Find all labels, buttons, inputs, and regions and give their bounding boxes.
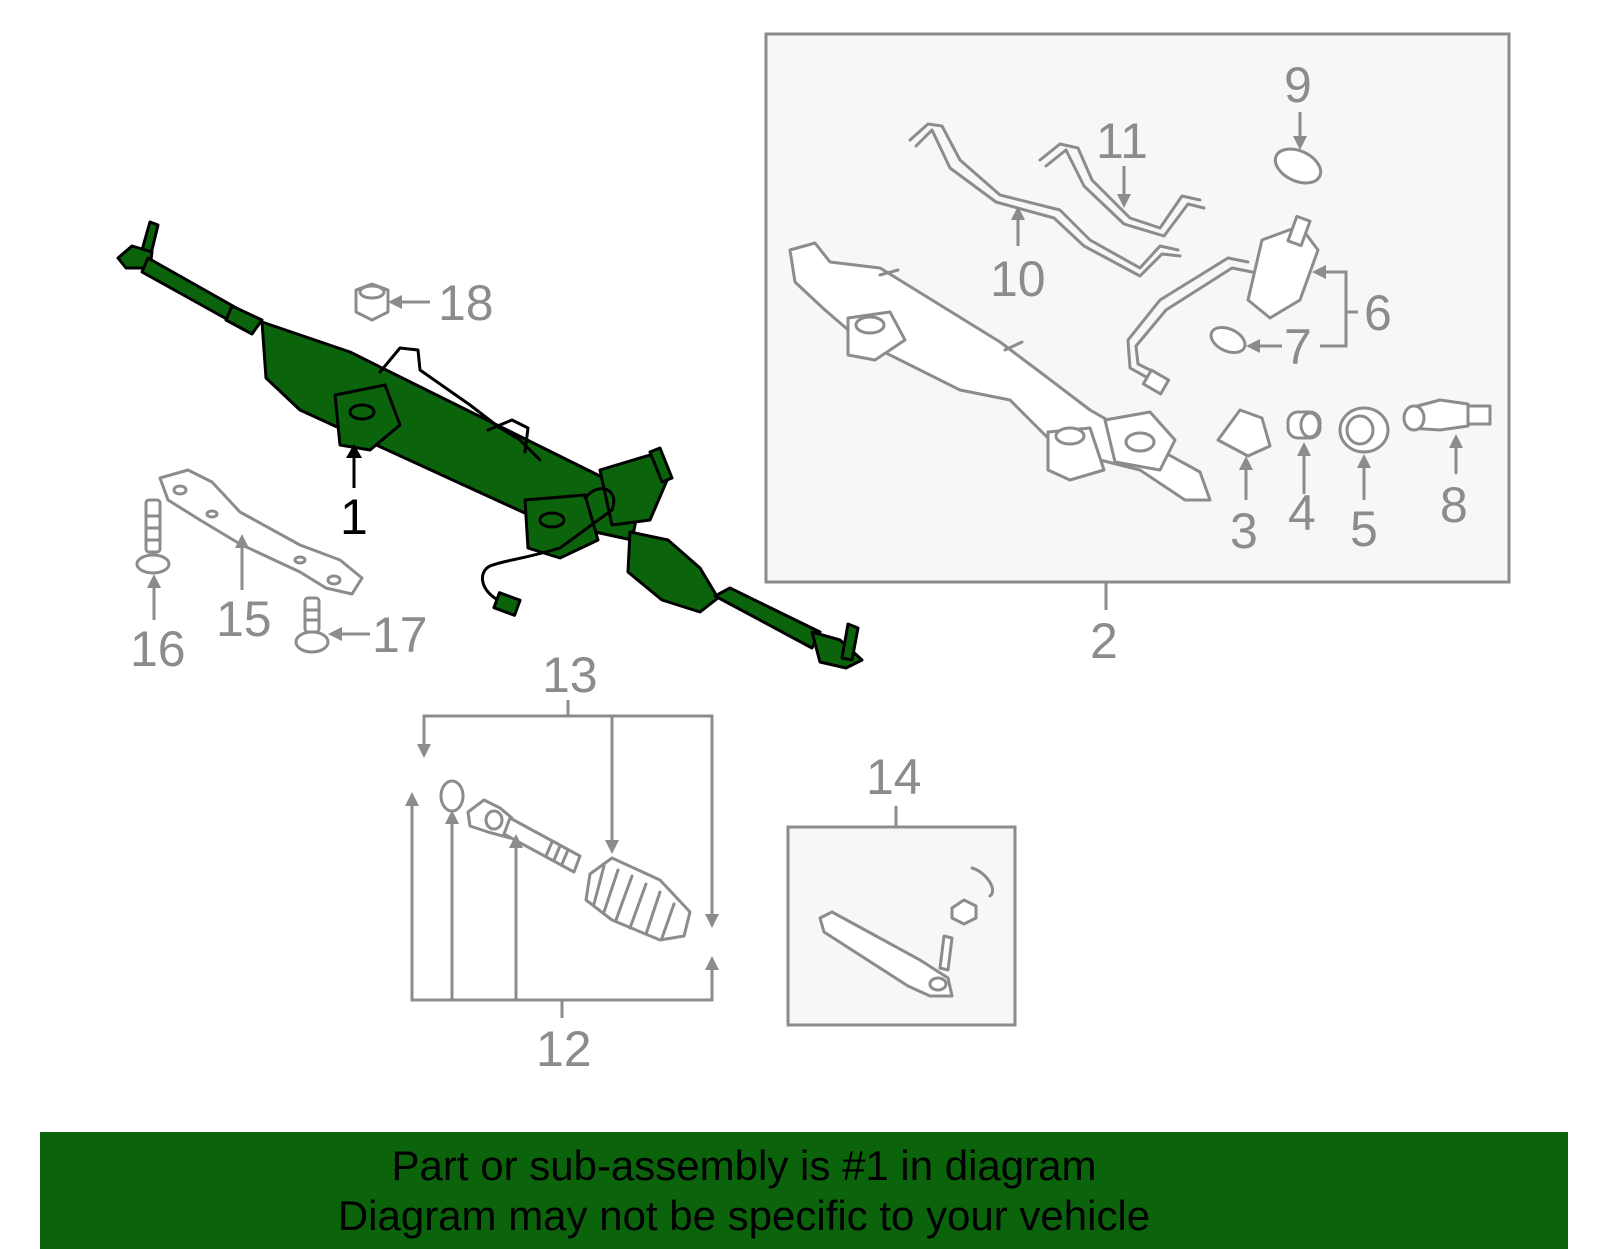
adjuster-plug[interactable] <box>1402 398 1492 432</box>
callout-4[interactable]: 4 <box>1288 485 1316 541</box>
inner-tie-rod-group[interactable] <box>439 779 582 874</box>
callout-5[interactable]: 5 <box>1350 501 1378 557</box>
leader-lines <box>147 112 1463 1018</box>
callout-16[interactable]: 16 <box>130 621 186 677</box>
steering-gear-assembly-highlighted[interactable] <box>116 220 864 670</box>
callout-15[interactable]: 15 <box>216 591 272 647</box>
control-valve[interactable] <box>1126 214 1320 396</box>
pressure-tube[interactable] <box>908 122 1182 278</box>
callout-2[interactable]: 2 <box>1090 613 1118 669</box>
callout-9[interactable]: 9 <box>1284 57 1312 113</box>
banner-line-1: Part or sub-assembly is #1 in diagram <box>391 1141 1097 1189</box>
mounting-bracket[interactable] <box>158 468 364 596</box>
callout-18[interactable]: 18 <box>438 275 494 331</box>
callout-10[interactable]: 10 <box>990 251 1046 307</box>
callout-labels: 1 2 3 4 5 6 7 8 9 10 11 12 13 14 15 16 1… <box>130 57 1468 1077</box>
callout-3[interactable]: 3 <box>1230 503 1258 559</box>
outer-tie-rod-end[interactable] <box>818 866 995 998</box>
sleeve[interactable] <box>1286 410 1322 440</box>
return-tube[interactable] <box>1038 142 1206 238</box>
rack-boot[interactable] <box>584 856 692 942</box>
callout-1[interactable]: 1 <box>340 489 368 545</box>
nut[interactable] <box>354 282 390 322</box>
callout-11[interactable]: 11 <box>1096 113 1148 169</box>
callout-6[interactable]: 6 <box>1364 285 1392 341</box>
gear-subassembly-drawing[interactable] <box>788 241 1212 502</box>
callout-12[interactable]: 12 <box>536 1021 592 1077</box>
callout-7[interactable]: 7 <box>1284 319 1312 375</box>
seal[interactable] <box>1338 406 1390 454</box>
callout-14[interactable]: 14 <box>866 749 922 805</box>
o-ring[interactable] <box>1207 322 1249 357</box>
callout-17[interactable]: 17 <box>372 607 428 663</box>
short-bolt[interactable] <box>294 596 330 654</box>
long-bolt[interactable] <box>135 498 171 575</box>
banner-line-2: Diagram may not be specific to your vehi… <box>337 1191 1151 1239</box>
info-banner: Part or sub-assembly is #1 in diagram Di… <box>40 1132 1568 1249</box>
cap[interactable] <box>1270 142 1326 189</box>
callout-13[interactable]: 13 <box>542 647 598 703</box>
callout-8[interactable]: 8 <box>1440 477 1468 533</box>
bushing[interactable] <box>1216 408 1272 458</box>
